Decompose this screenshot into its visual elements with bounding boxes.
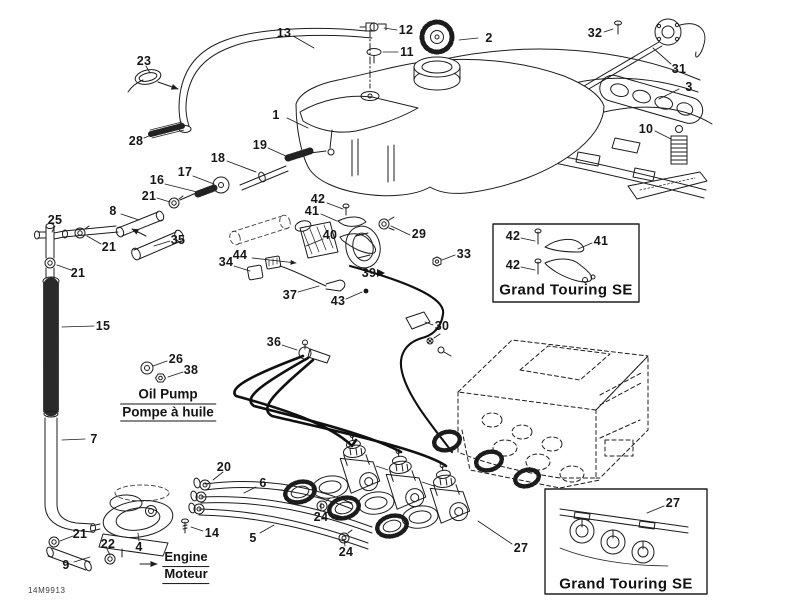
callout-1: 1 [272,108,280,122]
callout-12: 12 [398,23,414,37]
callout-inset2-27: 27 [665,496,681,510]
oil-pump-label-en: Oil Pump [120,386,216,404]
callout-18: 18 [210,151,226,165]
callout-inset1-42-b: 42 [505,258,521,272]
callout-14: 14 [204,526,220,540]
inset-box-1 [492,223,640,303]
oil-supply-fittings-drawing [34,210,184,279]
callout-31: 31 [671,62,687,76]
callout-25: 25 [47,213,63,227]
callout-2: 2 [485,31,493,45]
callout-41: 41 [304,204,320,218]
callout-19: 19 [252,138,268,152]
callout-inset1-41: 41 [593,234,609,248]
callout-44: 44 [232,248,248,262]
oil-reservoir-hose-drawing [42,276,96,533]
callout-13: 13 [276,26,292,40]
figure-code: 14M9913 [28,586,66,595]
callout-8: 8 [109,204,117,218]
oil-pump-label: Oil Pump Pompe à huile [120,386,216,422]
engine-label-en: Engine [162,549,210,567]
callout-22: 22 [100,537,116,551]
console-bracket-drawing [599,74,704,124]
callout-9: 9 [62,558,70,572]
callout-42: 42 [310,192,326,206]
inset-box-2 [544,488,708,595]
callout-43: 43 [330,294,346,308]
callout-24-b: 24 [338,545,354,559]
callout-29: 29 [411,227,427,241]
engine-label: Engine Moteur [162,549,210,584]
callout-27: 27 [513,541,529,555]
callout-17: 17 [177,165,193,179]
callout-34: 34 [218,255,234,269]
inset-1-title: Grand Touring SE [499,281,633,299]
callout-35: 35 [170,233,186,247]
engine-block-drawing [457,339,649,489]
callout-11: 11 [400,45,414,59]
callout-33: 33 [456,247,472,261]
callout-40: 40 [322,228,338,242]
callout-37: 37 [282,288,298,302]
oil-pump-label-fr: Pompe à huile [120,404,216,422]
callout-28: 28 [128,134,144,148]
callout-21-a: 21 [141,189,157,203]
callout-15: 15 [95,319,111,333]
fuel-hoses-drawing [188,477,373,550]
inset-2-title: Grand Touring SE [559,575,693,593]
callout-26: 26 [168,352,184,366]
callout-30: 30 [434,319,450,333]
oil-injection-pump-drawing [229,203,454,454]
callout-3: 3 [685,80,693,94]
callout-7: 7 [90,432,98,446]
fuel-valve-line-drawing [168,147,327,209]
callout-21-c: 21 [70,266,86,280]
leader-lines [51,27,680,563]
callout-10: 10 [638,122,654,136]
oil-lines-drawing [140,339,448,468]
oil-pump-unit-drawing [46,484,189,572]
callout-38: 38 [183,363,199,377]
engine-label-fr: Moteur [162,566,210,584]
callout-16: 16 [149,173,165,187]
callout-24-a: 24 [313,510,329,524]
callout-21-d: 21 [72,527,88,541]
carburetors-drawing [283,429,542,539]
callout-23: 23 [136,54,152,68]
callout-4: 4 [135,540,143,554]
callout-36: 36 [266,335,282,349]
callout-21-b: 21 [101,240,117,254]
callout-6: 6 [259,476,267,490]
callout-inset1-42-a: 42 [505,229,521,243]
callout-39: 39 [361,266,377,280]
fuel-tank-drawing [295,19,605,197]
callout-32: 32 [587,26,603,40]
callout-20: 20 [216,460,232,474]
callout-5: 5 [249,531,257,545]
